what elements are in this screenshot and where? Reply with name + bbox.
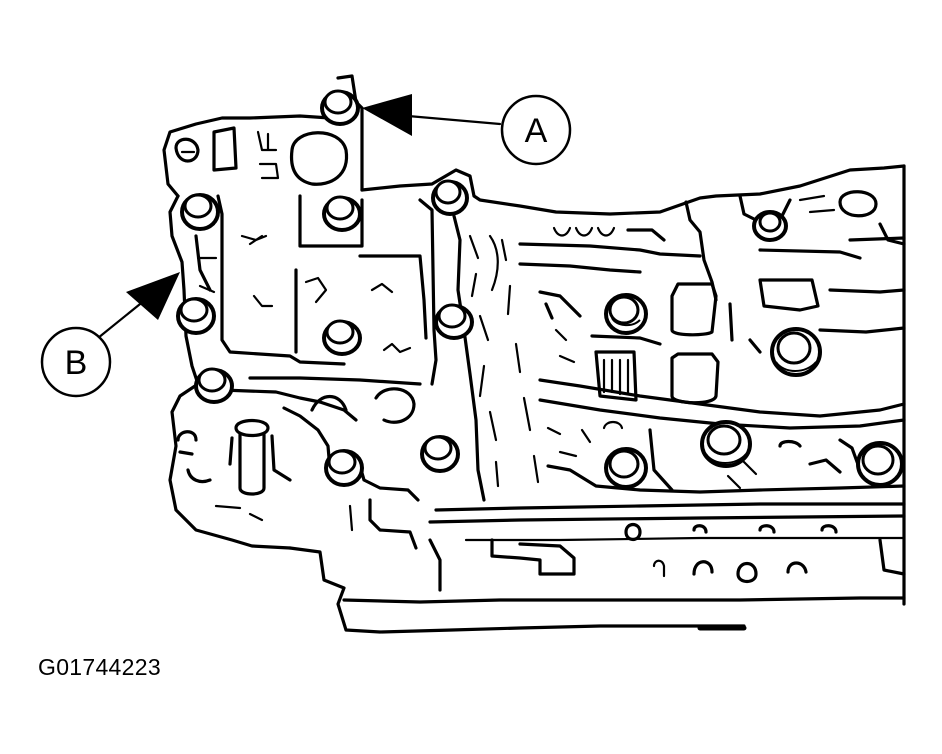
bolt-plate-1: [322, 195, 362, 232]
callout-label-a: A: [525, 112, 548, 150]
figure-id: G01744223: [38, 654, 161, 680]
callout-a: A: [362, 94, 572, 166]
lower-valve-body-details: [428, 190, 906, 592]
bolt-plate-6: [420, 435, 460, 473]
callout-circle-a: [500, 94, 572, 166]
bolt-housing-1: [752, 210, 788, 242]
bolt-plate-5: [324, 449, 364, 487]
valve-body-housing: [162, 74, 906, 634]
bolt-housing-4: [700, 420, 752, 468]
arrowhead-b: [126, 272, 180, 320]
bolt-plate-2: [431, 179, 469, 216]
bolt-housing-6: [856, 441, 904, 487]
leader-line-a: [406, 114, 502, 126]
callout-label-b: B: [65, 344, 88, 382]
bolt-housing-3: [770, 327, 822, 377]
bolt-heads: [176, 89, 904, 489]
bolt-housing-5: [604, 447, 648, 489]
callout-circle-b: [40, 326, 112, 398]
bolt-b-1: [180, 193, 220, 231]
bolt-b-3: [194, 367, 234, 404]
bolt-a: [320, 89, 360, 126]
bolt-plate-4: [434, 303, 474, 340]
bolt-b-2: [176, 297, 216, 335]
arrowhead-a: [362, 94, 412, 136]
bolt-plate-3: [322, 319, 362, 356]
callout-b: B: [40, 272, 180, 398]
separator-plate-details: [174, 126, 438, 550]
bolt-housing-2: [604, 293, 648, 335]
